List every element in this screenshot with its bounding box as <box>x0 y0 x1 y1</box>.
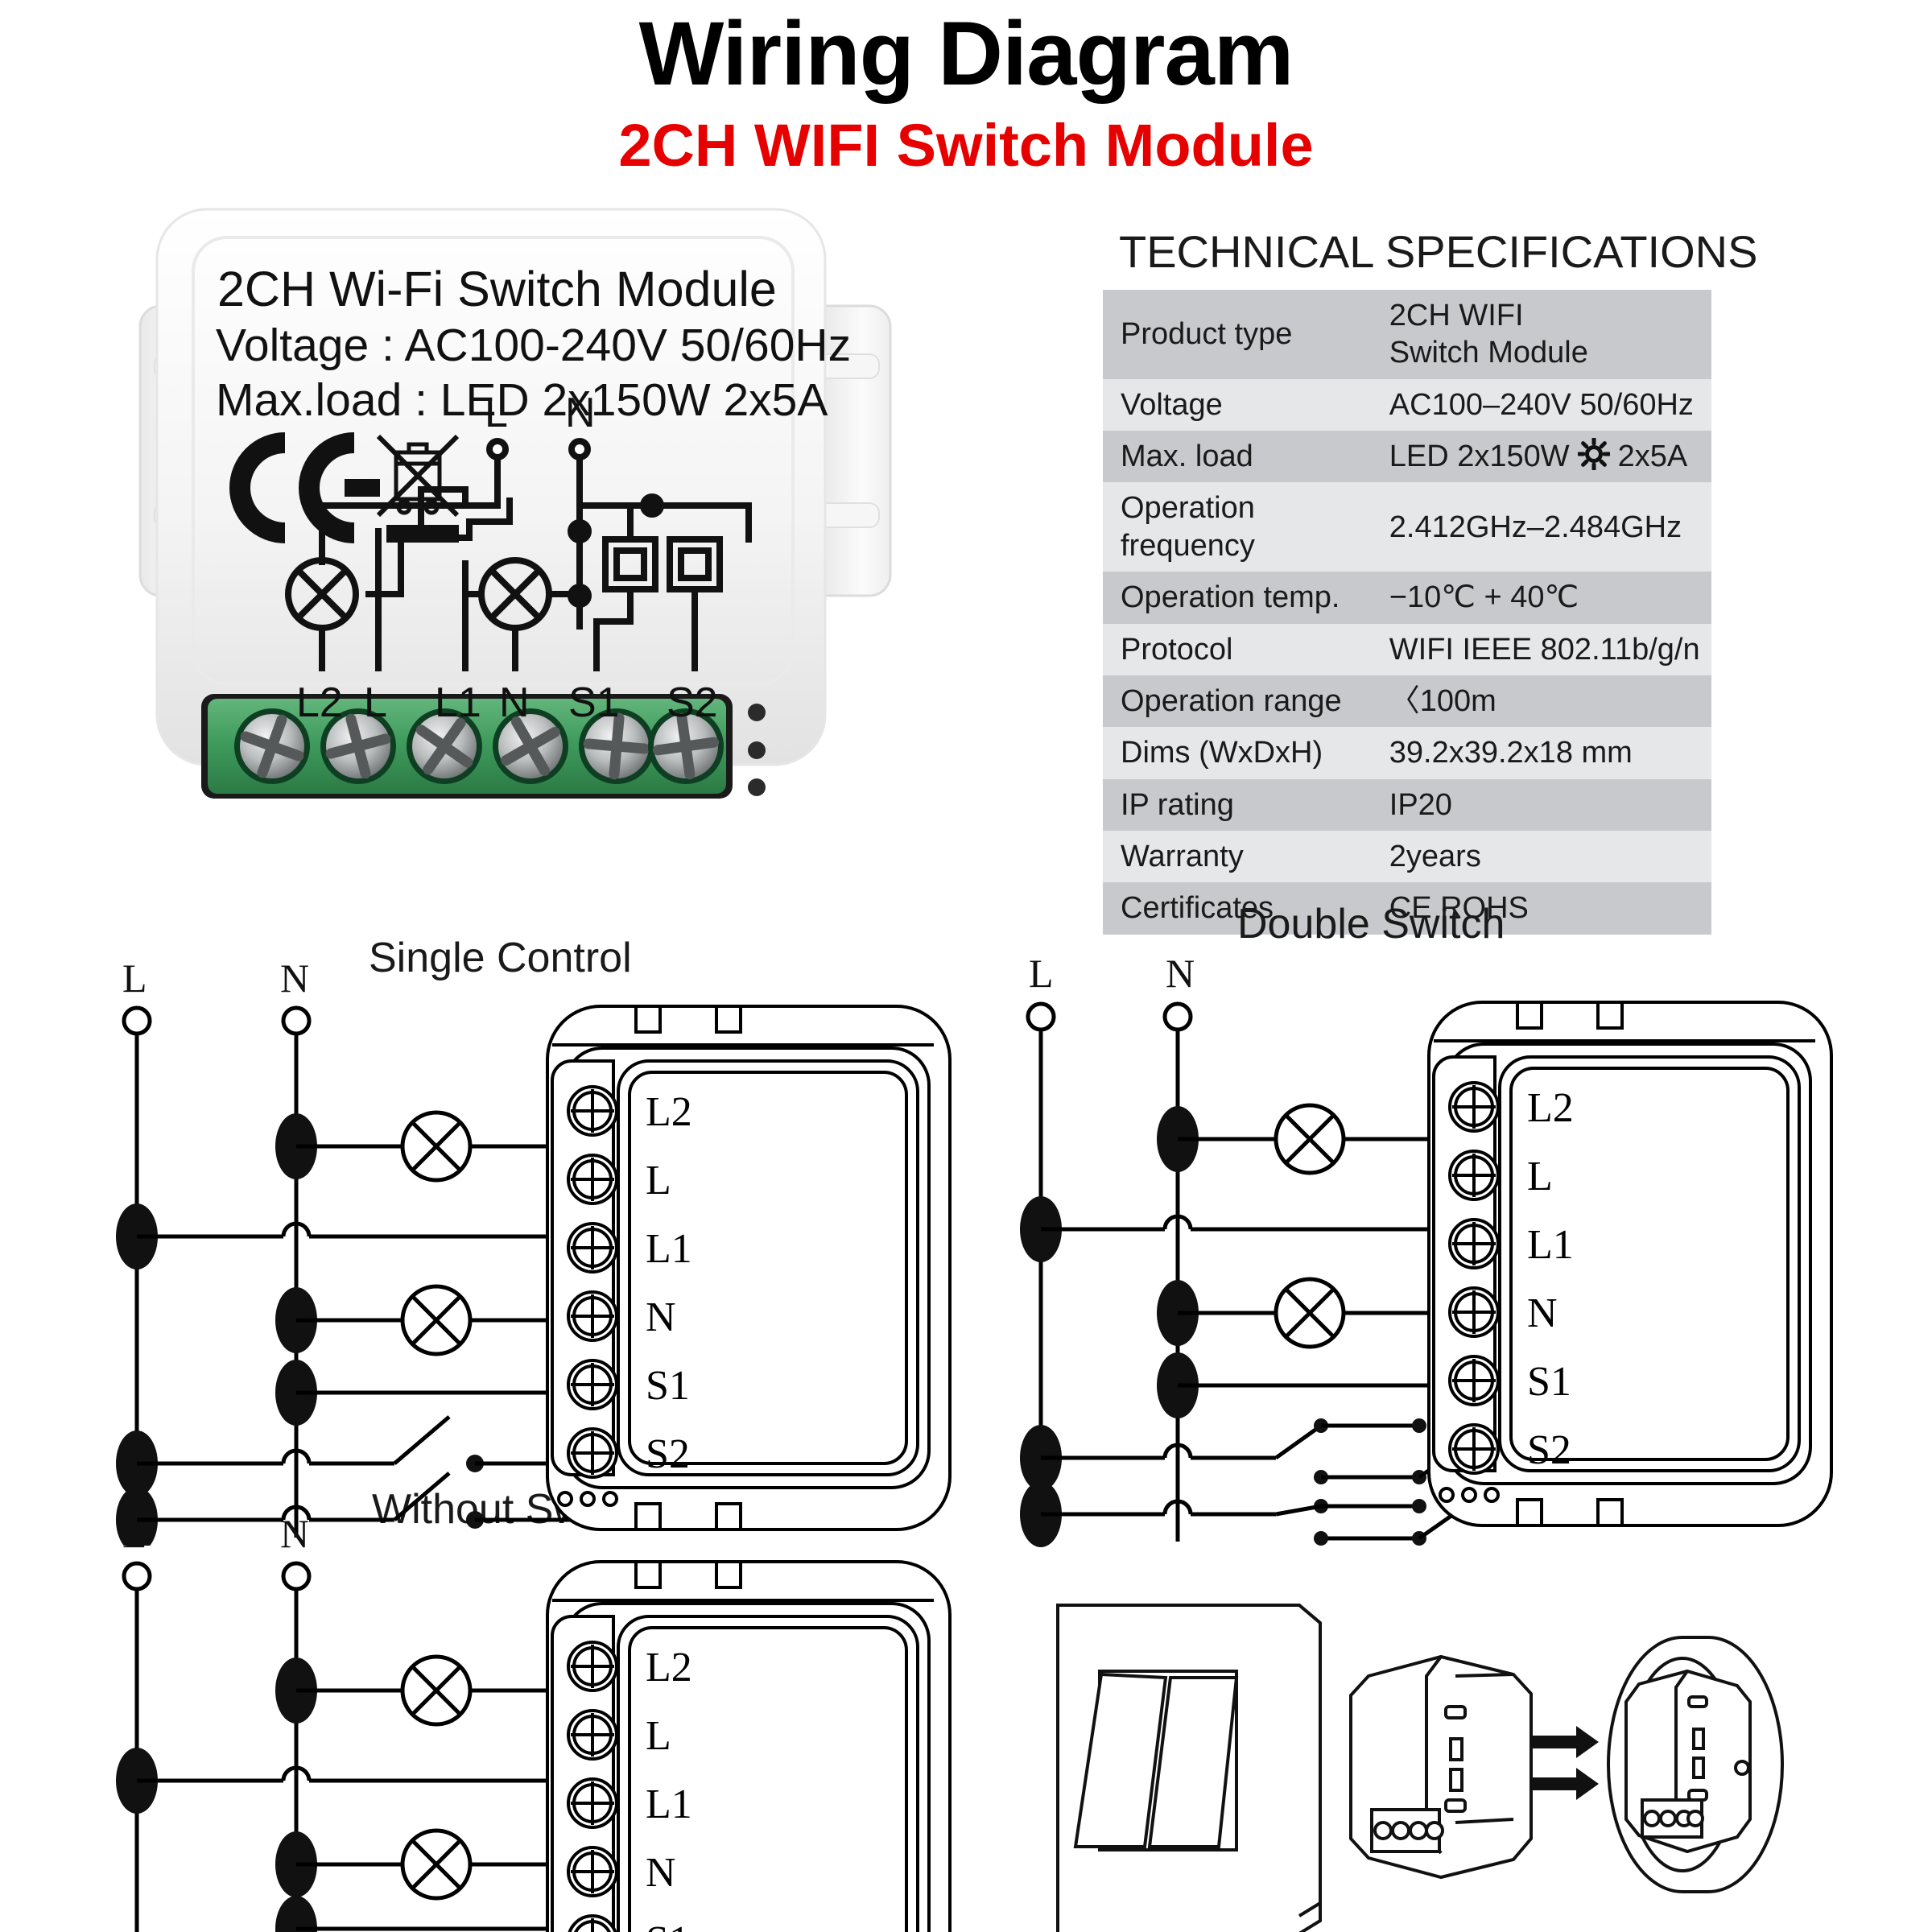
terminal-block <box>201 694 733 799</box>
switch-module-3d <box>1349 1654 1533 1880</box>
spec-row: Dims (WxDxH)39.2x39.2x18 mm <box>1103 727 1711 779</box>
module-outline <box>1427 1001 1833 1527</box>
spec-value: AC100–240V 50/60Hz <box>1371 378 1711 431</box>
spec-key: IP rating <box>1103 778 1372 831</box>
spec-value: 2.412GHz–2.484GHz <box>1371 482 1711 572</box>
spec-value: WIFI IEEE 802.11b/g/n <box>1371 623 1711 675</box>
terminal-label-L1: L1 <box>646 1226 692 1272</box>
spec-row: Operation range〈100m <box>1103 675 1711 728</box>
spec-key: Operation temp. <box>1103 572 1372 624</box>
terminal-label-L: L <box>646 1713 671 1759</box>
single-rail-label-L: L <box>122 956 147 1001</box>
led-indicators <box>748 704 766 796</box>
terminal-label-L: L <box>1527 1154 1553 1199</box>
spec-value: 〈100m <box>1371 675 1711 728</box>
double-rail-label-L: L <box>1029 951 1054 996</box>
spec-key: Warranty <box>1103 830 1372 883</box>
module-outline <box>546 1005 952 1531</box>
spec-key: Dims (WxDxH) <box>1103 727 1372 779</box>
terminal-label-L1: L1 <box>1527 1222 1574 1268</box>
schematic-pin-N: N <box>565 390 596 436</box>
ce-mark <box>229 432 380 543</box>
terminal-label-L2: L2 <box>646 1645 692 1690</box>
spec-key: Voltage <box>1103 378 1372 431</box>
without-rail-label-L: L <box>122 1511 147 1556</box>
terminal-label-N: N <box>1527 1290 1558 1336</box>
spec-value: −10℃ + 40℃ <box>1371 572 1711 624</box>
schematic-term-L1: L1 <box>435 679 481 726</box>
schematic-term-N: N <box>499 679 530 726</box>
module-terminal-screws <box>1448 1081 1500 1475</box>
spec-value: 39.2x39.2x18 mm <box>1371 727 1711 779</box>
device-label-line3: Max.load : LED 2x150W 2x5A <box>216 374 828 426</box>
spec-key: Product type <box>1103 290 1372 379</box>
spec-value: IP20 <box>1371 778 1711 831</box>
install-arrows <box>1530 1726 1599 1800</box>
round-wall-backbox <box>1607 1636 1784 1893</box>
heading-single-control: Single Control <box>369 935 632 981</box>
spec-key: Max. load <box>1103 431 1372 483</box>
terminal-label-S2: S2 <box>646 1431 690 1477</box>
page-title: Wiring Diagram <box>638 3 1294 104</box>
terminal-label-L1: L1 <box>646 1781 692 1827</box>
without-rail-label-N: N <box>280 1511 310 1556</box>
schematic-term-L: L <box>364 679 387 726</box>
single-rail-label-N: N <box>280 956 310 1001</box>
terminal-label-N: N <box>646 1850 676 1896</box>
spec-key: Certificates <box>1103 882 1372 935</box>
terminal-label-N: N <box>646 1294 676 1340</box>
device-label-line1: 2CH Wi-Fi Switch Module <box>217 262 777 316</box>
sun-brightness-icon <box>1577 438 1610 471</box>
terminal-screws <box>234 708 724 784</box>
terminal-label-L2: L2 <box>646 1089 692 1135</box>
spec-value: 2years <box>1371 830 1711 883</box>
terminal-label-S1: S1 <box>1527 1359 1571 1405</box>
device-photo: 2CH Wi-Fi Switch Module Voltage : AC100-… <box>113 193 918 918</box>
spec-key: Operation range <box>1103 675 1372 728</box>
schematic-term-S1: S1 <box>568 679 620 726</box>
terminal-label-L: L <box>646 1158 671 1203</box>
page-subtitle: 2CH WIFI Switch Module <box>618 112 1314 179</box>
device-label-line2: Voltage : AC100-240V 50/60Hz <box>216 320 851 371</box>
schematic-term-S2: S2 <box>667 679 718 726</box>
terminal-label-S1: S1 <box>646 1918 690 1932</box>
terminal-label-S1: S1 <box>646 1363 690 1409</box>
spec-value-secondary: 2x5A <box>1617 440 1688 474</box>
spec-row: Operation temp.−10℃ + 40℃ <box>1103 572 1711 624</box>
installation-illustration <box>1046 1594 1932 1932</box>
schematic-pin-L: L <box>485 390 508 436</box>
terminal-label-S2: S2 <box>1527 1427 1571 1473</box>
spec-key: Protocol <box>1103 623 1372 675</box>
module-terminal-screws <box>567 1641 618 1932</box>
spec-value: CE ROHS <box>1371 882 1711 935</box>
double-rail-label-N: N <box>1166 951 1195 996</box>
terminal-label-L2: L2 <box>1527 1085 1574 1131</box>
module-terminal-screws <box>567 1085 618 1479</box>
heading-double-switch: Double Switch <box>1237 901 1505 947</box>
module-outline <box>546 1560 952 1932</box>
mounting-wing-right <box>809 304 892 597</box>
schematic-term-L2: L2 <box>296 679 343 726</box>
wall-switch-plate <box>1056 1604 1322 1932</box>
device-schematic <box>285 438 752 671</box>
spec-heading: TECHNICAL SPECIFICATIONS <box>1119 226 1758 277</box>
